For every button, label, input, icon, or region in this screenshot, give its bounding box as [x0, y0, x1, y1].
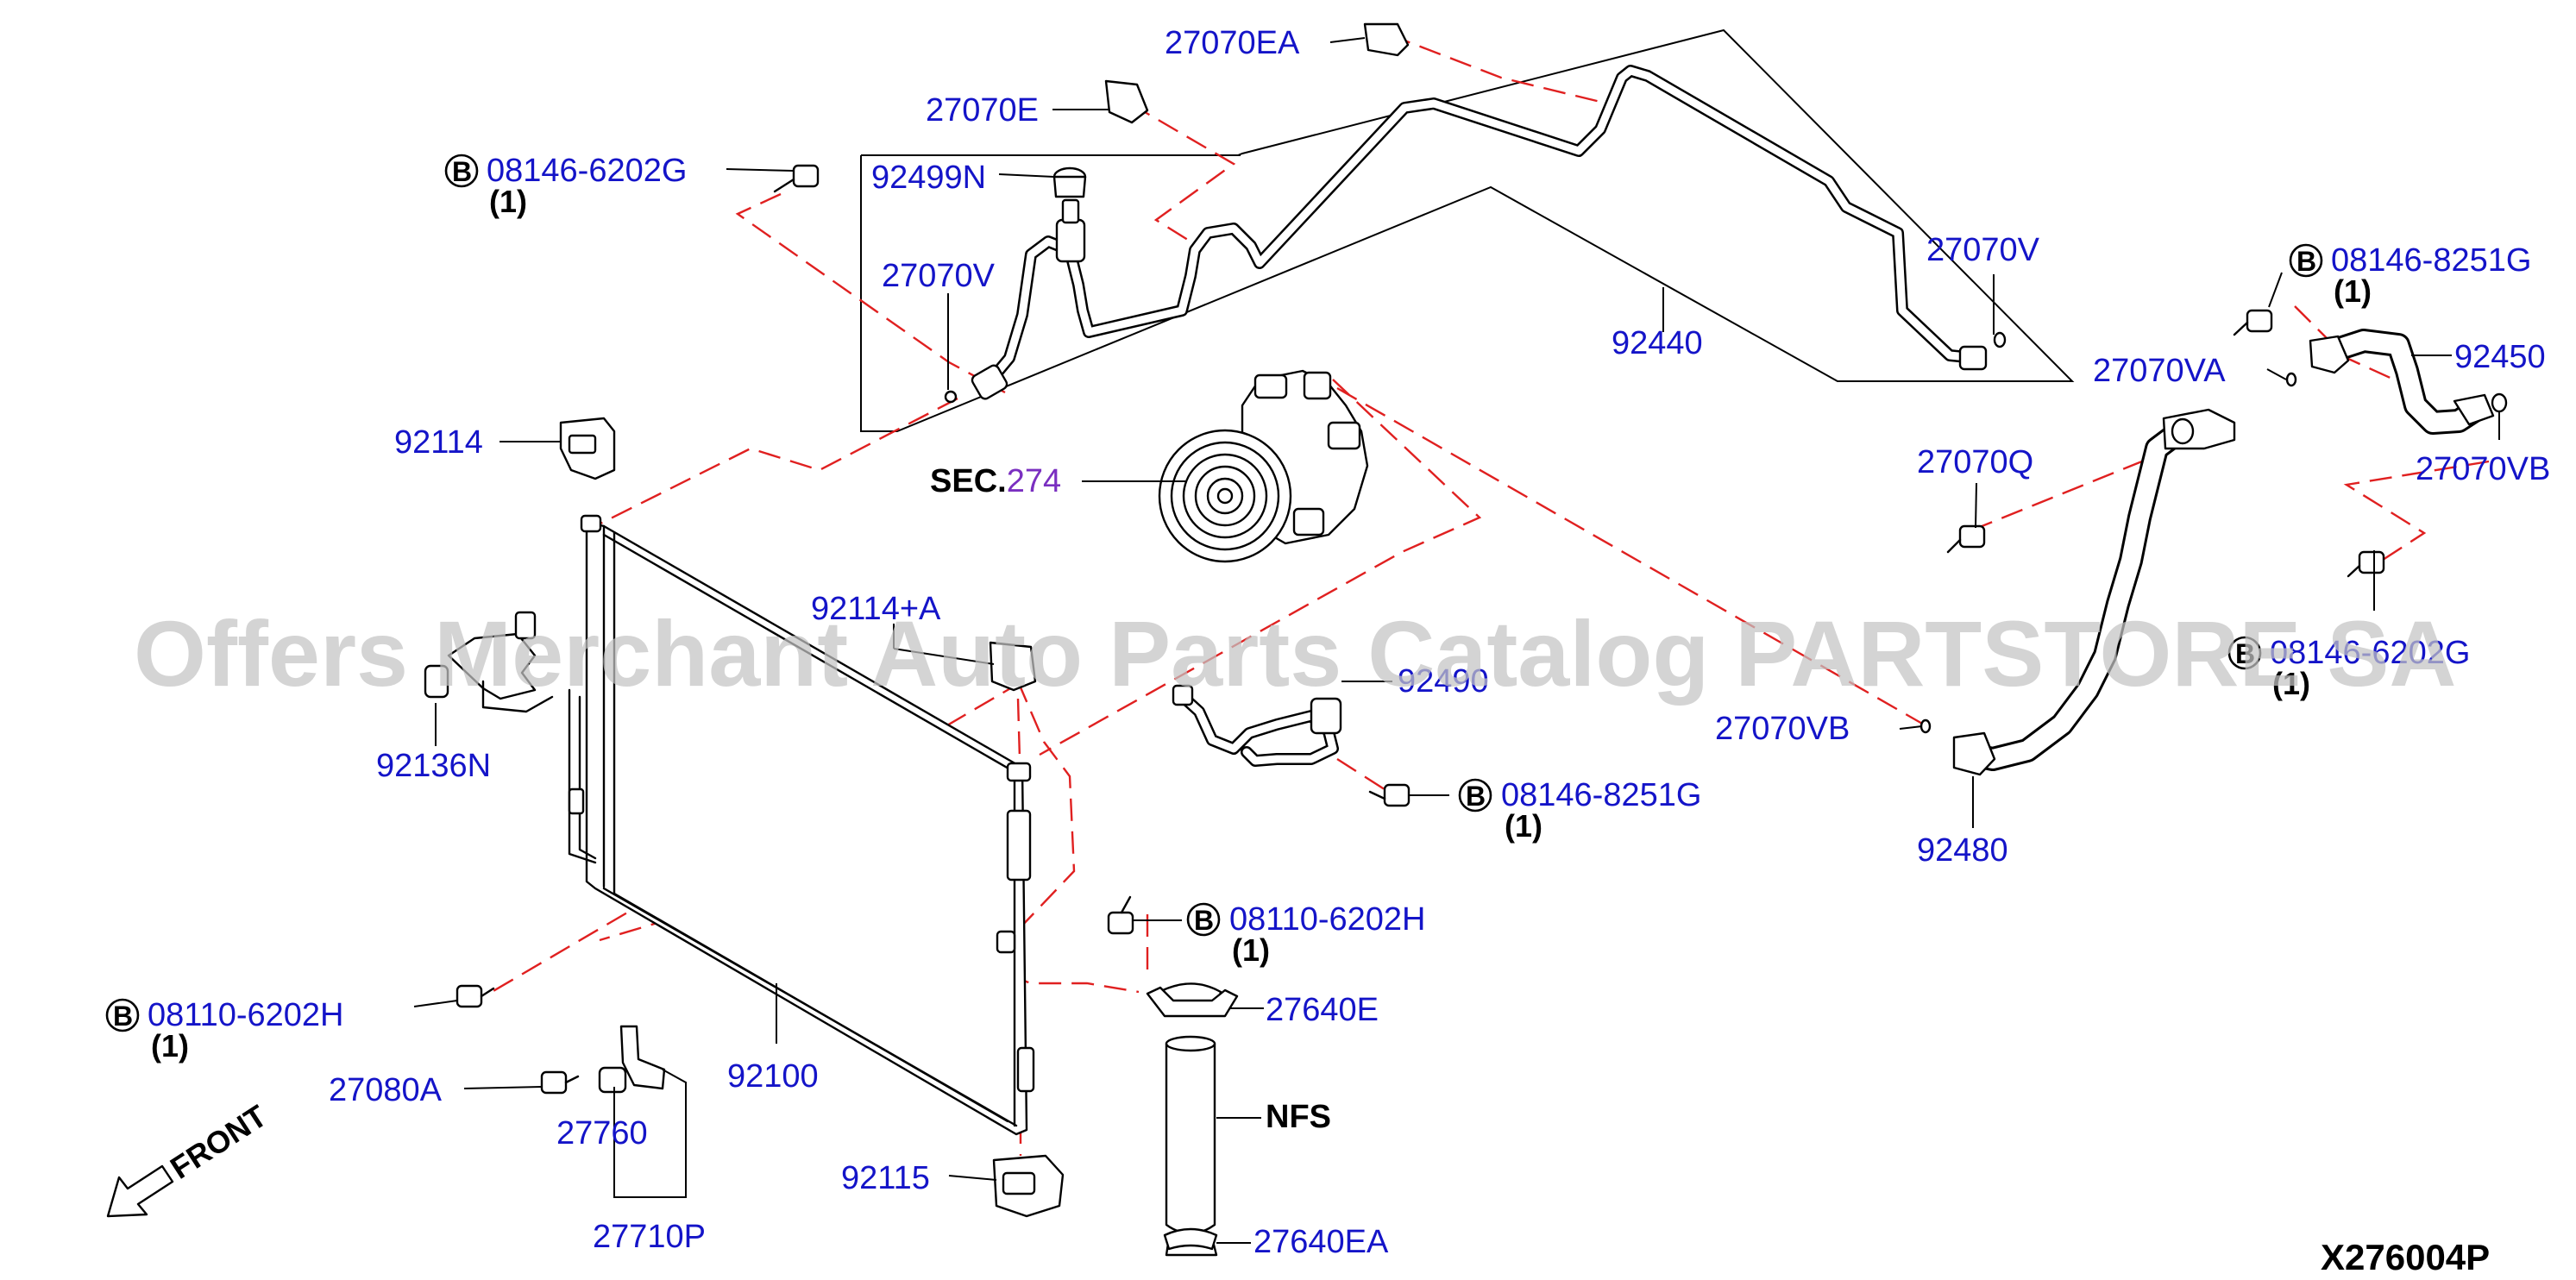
bolt-marker-2-letter: B [2296, 246, 2316, 277]
bolt-marker-1 [444, 154, 479, 188]
front-arrow [106, 1164, 174, 1218]
bolt-marker-2 [2289, 243, 2323, 278]
section-ref-prefix: SEC. [930, 463, 1007, 499]
bolt-marker-3 [1458, 778, 1492, 813]
bolt-08146-6202G-top [773, 164, 820, 193]
label-27070V-left[interactable]: 27070V [882, 258, 996, 294]
label-92100[interactable]: 92100 [727, 1058, 819, 1095]
bolt-marker-4-letter: B [1194, 905, 1214, 936]
label-08110-6202H-mid[interactable]: 08110-6202H [1229, 901, 1425, 938]
bolt-08110-6202H-left [456, 984, 495, 1008]
hose-92480 [1952, 408, 2236, 776]
label-92114[interactable]: 92114 [394, 424, 483, 461]
bracket-92136N [424, 611, 554, 713]
qty-08146-8251G-top: (1) [2334, 273, 2372, 309]
qty-08110-6202H-mid: (1) [1232, 932, 1270, 968]
bolt-marker-1-letter: B [452, 156, 472, 187]
nfs-label: NFS [1266, 1099, 1331, 1135]
b-circles: B B B B B B [105, 154, 2323, 1032]
label-92480[interactable]: 92480 [1917, 832, 2008, 869]
label-27080A[interactable]: 27080A [329, 1072, 443, 1108]
hose-92490 [1172, 684, 1342, 767]
bracket-92114 [559, 417, 616, 480]
qty-08146-6202G-right: (1) [2272, 666, 2310, 701]
qty-08146-8251G-mid: (1) [1505, 808, 1542, 844]
label-92440[interactable]: 92440 [1612, 325, 1703, 361]
pipe-92440 [944, 65, 2007, 404]
label-92136N[interactable]: 92136N [376, 748, 491, 784]
clamp-27640EA [1163, 1227, 1218, 1251]
condenser-92100 [568, 514, 1035, 1136]
bolt-marker-6 [2227, 636, 2262, 670]
label-27640E[interactable]: 27640E [1266, 992, 1379, 1028]
bolt-08146-8251G-mid [1368, 783, 1411, 807]
hose-92450 [1919, 329, 2508, 734]
section-ref-label: SEC.274 [930, 463, 1061, 499]
label-27640EA[interactable]: 27640EA [1253, 1224, 1389, 1260]
receiver-drier [1154, 982, 1222, 1257]
bolt-marker-5-letter: B [113, 1001, 133, 1032]
diagram-code: X276004P [2321, 1237, 2490, 1277]
label-08146-8251G-mid[interactable]: 08146-8251G [1501, 777, 1701, 813]
label-27070V-right[interactable]: 27070V [1926, 232, 2040, 268]
bolts [456, 164, 2385, 1095]
compressor [1158, 369, 1369, 563]
qty-08110-6202H-left: (1) [151, 1028, 189, 1064]
front-label: FRONT [164, 1098, 273, 1186]
section-ref-number: 274 [1007, 463, 1061, 499]
label-27070E[interactable]: 27070E [926, 92, 1039, 129]
label-92499N[interactable]: 92499N [871, 160, 986, 196]
bolt-08146-6202G-right [2347, 550, 2385, 578]
bolt-27080A [540, 1070, 580, 1095]
section-reference[interactable]: SEC.274 [930, 463, 1061, 499]
label-27070VB-mid[interactable]: 27070VB [1715, 711, 1850, 747]
leaders [413, 37, 2500, 1244]
label-92450[interactable]: 92450 [2454, 339, 2546, 375]
label-92114A[interactable]: 92114+A [811, 591, 941, 627]
bolt-08146-8251G-top [2233, 309, 2273, 336]
watermark-text: Offers Merchant Auto Parts Catalog PARTS… [134, 601, 2456, 706]
bolt-marker-3-letter: B [1466, 781, 1486, 812]
bracket-27710P [598, 1025, 666, 1094]
label-27070Q[interactable]: 27070Q [1917, 444, 2033, 480]
label-92490[interactable]: 92490 [1398, 663, 1489, 700]
label-08146-8251G-top[interactable]: 08146-8251G [2331, 242, 2531, 279]
part-labels: 27070EA 27070E 08146-6202G (1) 92499N 27… [148, 25, 2550, 1260]
label-27070VA[interactable]: 27070VA [2093, 353, 2226, 389]
qty-08146-6202G-top: (1) [489, 184, 527, 219]
label-27710P[interactable]: 27710P [593, 1219, 706, 1255]
label-27070VB-top[interactable]: 27070VB [2416, 451, 2550, 487]
clamp-27640E [1146, 986, 1239, 1018]
bolt-marker-6-letter: B [2235, 638, 2255, 669]
label-08146-6202G-top[interactable]: 08146-6202G [487, 153, 687, 189]
bolt-08110-6202H-mid [1107, 895, 1134, 935]
bolt-marker-5 [105, 998, 140, 1032]
label-27760[interactable]: 27760 [556, 1115, 648, 1151]
label-08146-6202G-right[interactable]: 08146-6202G [2270, 635, 2470, 671]
assembly-outlines [860, 28, 2075, 432]
label-27070EA[interactable]: 27070EA [1165, 25, 1300, 61]
label-92115[interactable]: 92115 [841, 1160, 930, 1196]
label-08110-6202H-left[interactable]: 08110-6202H [148, 997, 343, 1033]
bolt-27070Q [1946, 524, 1986, 554]
clip-92114A [989, 641, 1037, 692]
clip-92115 [992, 1154, 1065, 1218]
bolt-marker-4 [1186, 902, 1221, 937]
